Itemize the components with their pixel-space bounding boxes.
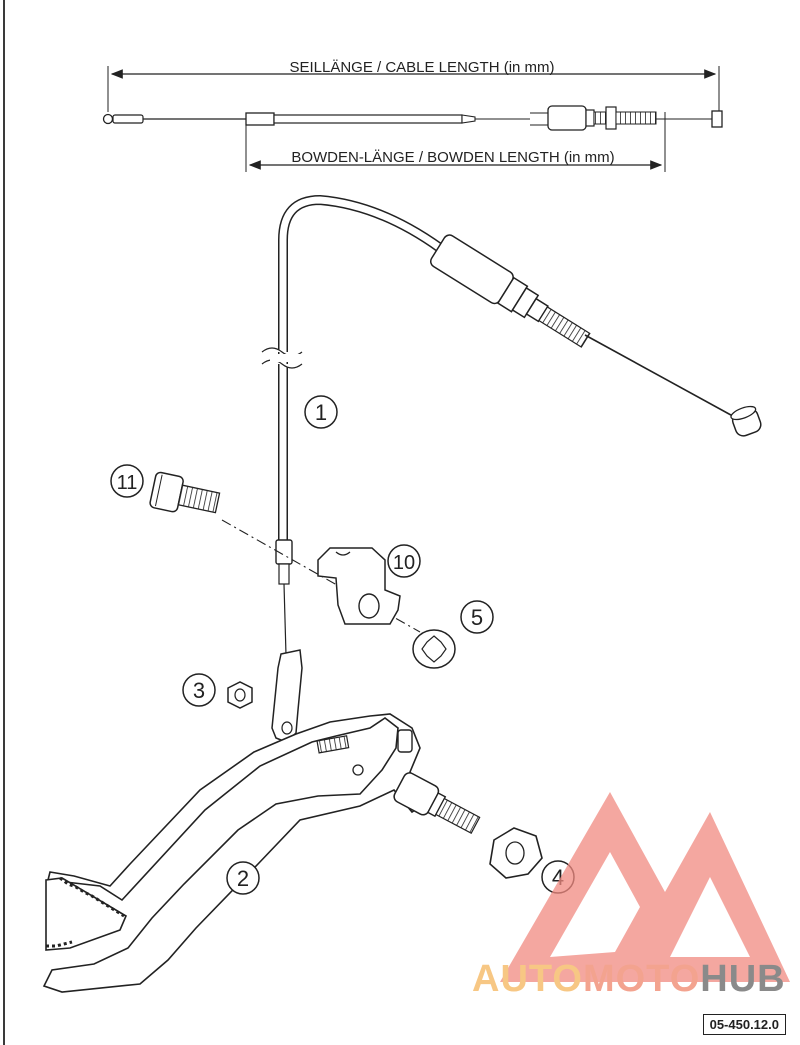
- bowden-cable: [261, 194, 762, 656]
- watermark-hub: HUB: [700, 958, 786, 1000]
- watermark-logo-icon: [500, 792, 790, 982]
- cable-length-label: SEILLÄNGE / CABLE LENGTH (in mm): [289, 59, 554, 76]
- callout-1: 1: [304, 395, 338, 429]
- left-border-line: [3, 0, 5, 1045]
- bolt-part: [149, 471, 221, 514]
- clevis-rod-end: [271, 649, 303, 743]
- watermark-text: AUTOMOTOHUB: [472, 958, 786, 1001]
- callout-11: 11: [110, 464, 144, 498]
- svg-text:2: 2: [237, 866, 249, 891]
- watermark-moto: MOTO: [582, 958, 701, 1000]
- svg-text:10: 10: [393, 552, 415, 574]
- brake-pedal: [42, 713, 481, 993]
- callout-5: 5: [460, 600, 494, 634]
- large-nut-part: [489, 827, 543, 879]
- svg-text:5: 5: [471, 605, 483, 630]
- bracket-part: [317, 547, 401, 625]
- callout-10: 10: [387, 544, 421, 578]
- small-nut-part: [227, 681, 253, 709]
- bowden-length-label: BOWDEN-LÄNGE / BOWDEN LENGTH (in mm): [291, 149, 614, 166]
- svg-text:3: 3: [193, 678, 205, 703]
- washer-part: [412, 629, 456, 669]
- watermark-auto: AUTO: [472, 958, 583, 1000]
- callout-2: 2: [226, 861, 260, 895]
- svg-text:11: 11: [117, 472, 138, 494]
- svg-text:1: 1: [315, 400, 327, 425]
- callout-3: 3: [182, 673, 216, 707]
- cable-dimension-drawing: [102, 66, 723, 172]
- reference-code: 05-450.12.0: [702, 1014, 786, 1035]
